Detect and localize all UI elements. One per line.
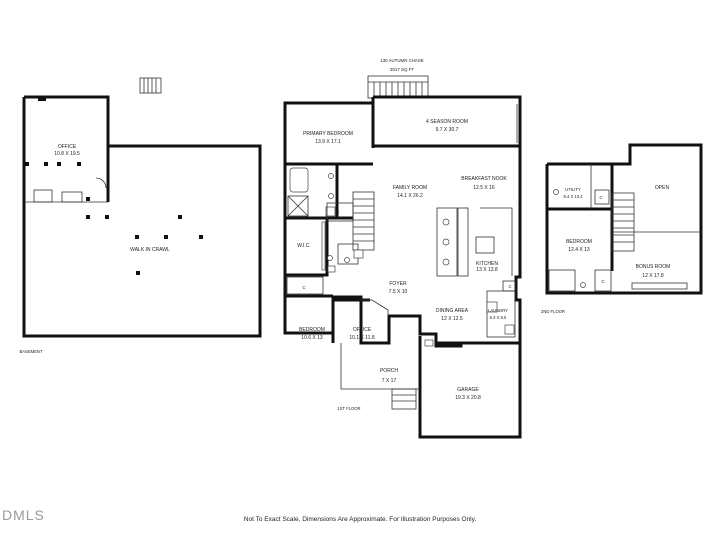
bedroom1-dims: 10.6 X 13 [301,335,323,341]
four-season-name: 4 SEASON ROOM [426,119,468,125]
kitchen-counter-west [436,207,458,277]
first-floor-label: 1ST FLOOR [337,406,360,411]
closet-label-bedroom: C [302,285,305,290]
porch-dims: 7 X 17 [382,378,397,384]
basement-bath [33,189,53,203]
basement-plan: OFFICE 10.8 X 19.5 WALK IN CRAWL BASEMEN… [19,77,262,354]
garage-dims: 19.3 X 20.8 [455,395,481,401]
kitchen-name: KITCHEN [476,261,498,267]
basement-outline [22,95,262,338]
utility-name: UTILITY [565,187,581,192]
basement-office-dims: 10.8 X 19.5 [54,151,80,157]
second-floor-stairs [611,192,635,252]
breakfast-nook-dims: 12.5 X 16 [473,185,495,191]
property-address: 130 AUTUMN CHASE [380,58,424,63]
kitchen-island [475,236,495,254]
main-stairs [352,191,375,251]
second-floor-outline [545,143,703,295]
porch-steps [391,388,417,410]
bedroom2-name: BEDROOM [566,239,592,245]
kitchen-dims: 13 X 13.8 [476,267,498,273]
bathtub [289,167,309,193]
foyer-dims: 7.5 X 10 [389,289,408,295]
second-floor-plan: C C UTILITY 8.4 X 13.4 OPEN BEDROOM 12.4… [541,143,703,314]
foyer-name: FOYER [389,281,407,287]
office1-dims: 10.1 X 11.8 [349,335,374,341]
closet-label-bedroom2: C [601,279,604,284]
second-floor-bath [548,269,576,292]
porch-outline [340,343,420,390]
porch-name: PORCH [380,368,398,374]
basement-closet [61,191,83,203]
family-room-dims: 14.1 X 26.2 [397,193,423,199]
garage-name: GARAGE [457,387,479,393]
dining-name: DINING AREA [436,308,469,314]
primary-bedroom-name: PRIMARY BEDROOM [303,131,353,137]
closet-bedroom [286,276,324,295]
closet-label-hall: C [336,209,339,214]
brand-watermark: DMLS [2,507,45,523]
open-label: OPEN [655,185,670,191]
breakfast-nook-name: BREAKFAST NOOK [461,176,507,182]
shower [287,195,309,217]
laundry-name: LAUNDRY [488,308,508,313]
bonus-room-dims: 12 X 17.8 [642,273,664,279]
bedroom1-name: BEDROOM [299,327,325,333]
walk-in-crawl-label: WALK IN CRAWL [130,247,170,253]
family-room-name: FAMILY ROOM [393,185,427,191]
bonus-room-name: BONUS ROOM [636,264,671,270]
primary-bedroom-dims: 13.9 X 17.1 [315,139,341,145]
closet-label-laundry: C [508,284,511,289]
utility-dims: 8.4 X 13.4 [563,194,583,199]
laundry-dims: 6.3 X 8.5 [490,315,507,320]
four-season-dims: 9.7 X 30.7 [436,127,459,133]
disclaimer-note: Not To Exact Scale, Dimensions Are Appro… [243,516,477,523]
closet-label-utility: C [599,195,602,200]
garage-outline [418,336,522,439]
bedroom2-dims: 12.4 X 13 [568,247,590,253]
property-sqft: 3017 SQ FT [390,67,414,72]
office1-name: OFFICE [353,327,372,333]
dining-dims: 12 X 12.5 [441,316,463,322]
first-floor-outline [283,95,522,348]
basement-office-name: OFFICE [58,144,77,150]
wic-label: W.I.C. [297,243,311,249]
basement-floor-label: BASEMENT [19,349,42,354]
laundry-room [486,290,516,338]
first-floor-plan: 130 AUTUMN CHASE 3017 SQ FT [283,58,522,439]
basement-stairs [139,77,162,94]
second-floor-label: 2ND FLOOR [541,309,565,314]
